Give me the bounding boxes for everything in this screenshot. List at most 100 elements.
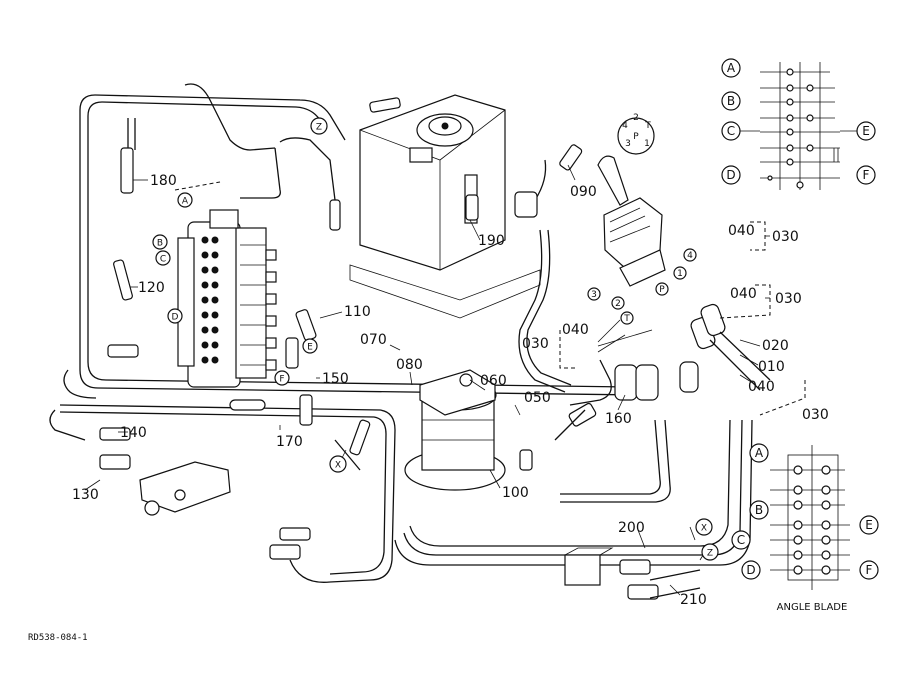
part-number-070: 070	[360, 332, 387, 348]
part-number-030-low: 030	[802, 407, 829, 423]
inset-top-f: F	[856, 165, 876, 185]
svg-text:1: 1	[644, 139, 650, 149]
svg-text:E: E	[862, 124, 870, 138]
inset-top-d: D	[721, 165, 741, 185]
svg-text:C: C	[737, 533, 745, 547]
inset-top-e: E	[856, 121, 876, 141]
part-number-160: 160	[605, 411, 632, 427]
port-4: 4	[683, 248, 697, 262]
svg-text:4: 4	[687, 251, 693, 261]
svg-text:E: E	[865, 518, 873, 532]
hose-fittings	[99, 97, 771, 600]
port-p-bottom: P	[655, 282, 669, 296]
marker-x-bottom: X	[695, 518, 713, 536]
port-markers: P T 1 2 3 4 4 2 P T 3 1	[587, 113, 697, 325]
svg-text:D: D	[746, 563, 755, 577]
part-number-040-low: 040	[748, 379, 775, 395]
svg-text:E: E	[307, 343, 313, 353]
svg-text:B: B	[727, 94, 735, 108]
port-t: T	[620, 311, 634, 325]
drawing-reference-code: RD538-084-1	[28, 633, 88, 643]
part-number-210: 210	[680, 592, 707, 608]
part-number-030-mid: 030	[775, 291, 802, 307]
part-number-030-top: 030	[772, 229, 799, 245]
hose-routing	[49, 83, 753, 583]
svg-text:A: A	[755, 446, 764, 460]
svg-text:C: C	[160, 255, 166, 265]
part-number-060: 060	[480, 373, 507, 389]
part-number-140: 140	[120, 425, 147, 441]
part-number-050: 050	[524, 390, 551, 406]
marker-d-valve: D	[167, 308, 183, 324]
circle-letter-markers: A B C D E F Z X X Z	[152, 117, 719, 561]
part-number-090: 090	[570, 184, 597, 200]
marker-a-valve: A	[177, 192, 193, 208]
part-number-180: 180	[150, 173, 177, 189]
inset-bottom-f: F	[859, 560, 879, 580]
svg-text:P: P	[633, 132, 639, 142]
pilot-pattern-ports: 4 2 P T 3 1	[622, 113, 651, 149]
svg-text:X: X	[335, 461, 341, 471]
svg-text:T: T	[623, 314, 630, 324]
inset-top-b: B	[721, 91, 741, 111]
marker-b-valve: B	[152, 234, 168, 250]
marker-z-bottom: Z	[701, 543, 719, 561]
svg-text:3: 3	[625, 139, 631, 149]
svg-text:C: C	[727, 124, 735, 138]
svg-text:2: 2	[633, 113, 639, 123]
port-3: 3	[587, 287, 601, 301]
part-number-190: 190	[478, 233, 505, 249]
part-number-020: 020	[762, 338, 789, 354]
svg-text:F: F	[279, 375, 284, 385]
marker-z-top: Z	[310, 117, 328, 135]
svg-text:Z: Z	[707, 549, 713, 559]
part-number-130: 130	[72, 487, 99, 503]
svg-text:P: P	[659, 285, 665, 295]
svg-text:3: 3	[591, 290, 597, 300]
part-number-100: 100	[502, 485, 529, 501]
svg-text:A: A	[727, 61, 736, 75]
svg-text:Z: Z	[316, 123, 322, 133]
part-number-200: 200	[618, 520, 645, 536]
inset-bottom-e: E	[859, 515, 879, 535]
inset-top-a: A	[721, 58, 741, 78]
inset-bottom-a: A	[749, 443, 769, 463]
part-number-150: 150	[322, 371, 349, 387]
svg-text:F: F	[866, 563, 873, 577]
inset-top-c: C	[721, 121, 741, 141]
svg-text:D: D	[172, 313, 179, 323]
angle-blade-caption: ANGLE BLADE	[777, 602, 848, 613]
marker-f-valve: F	[274, 370, 290, 386]
control-valve-block	[177, 209, 277, 388]
inset-bottom-labels: A B C D E F ANGLE BLADE	[731, 443, 879, 613]
svg-text:A: A	[182, 197, 189, 207]
part-number-040-left: 040	[562, 322, 589, 338]
inset-bottom-d: D	[741, 560, 761, 580]
svg-text:D: D	[726, 168, 735, 182]
marker-c-valve: C	[155, 250, 171, 266]
hydraulic-tank	[349, 94, 541, 319]
dashed-brackets	[174, 181, 806, 416]
svg-text:F: F	[863, 168, 870, 182]
inset-bottom-b: B	[749, 500, 769, 520]
hydraulic-pump	[404, 369, 506, 491]
marker-x-pump: X	[329, 455, 347, 473]
svg-text:X: X	[701, 524, 707, 534]
port-1: 1	[673, 266, 687, 280]
svg-text:2: 2	[615, 299, 621, 309]
part-number-080: 080	[396, 357, 423, 373]
inset-circuit-bottom	[770, 445, 850, 590]
part-number-110: 110	[344, 304, 371, 320]
part-number-040-top: 040	[728, 223, 755, 239]
swivel-block	[139, 461, 614, 586]
inset-bottom-c: C	[731, 530, 751, 550]
part-number-040-mid: 040	[730, 286, 757, 302]
inset-top-labels: A B C D E F	[721, 58, 876, 185]
svg-text:4: 4	[622, 121, 628, 131]
svg-text:B: B	[157, 239, 163, 249]
port-2: 2	[611, 296, 625, 310]
part-number-030-left: 030	[522, 336, 549, 352]
pilot-valve-joystick	[597, 117, 666, 287]
